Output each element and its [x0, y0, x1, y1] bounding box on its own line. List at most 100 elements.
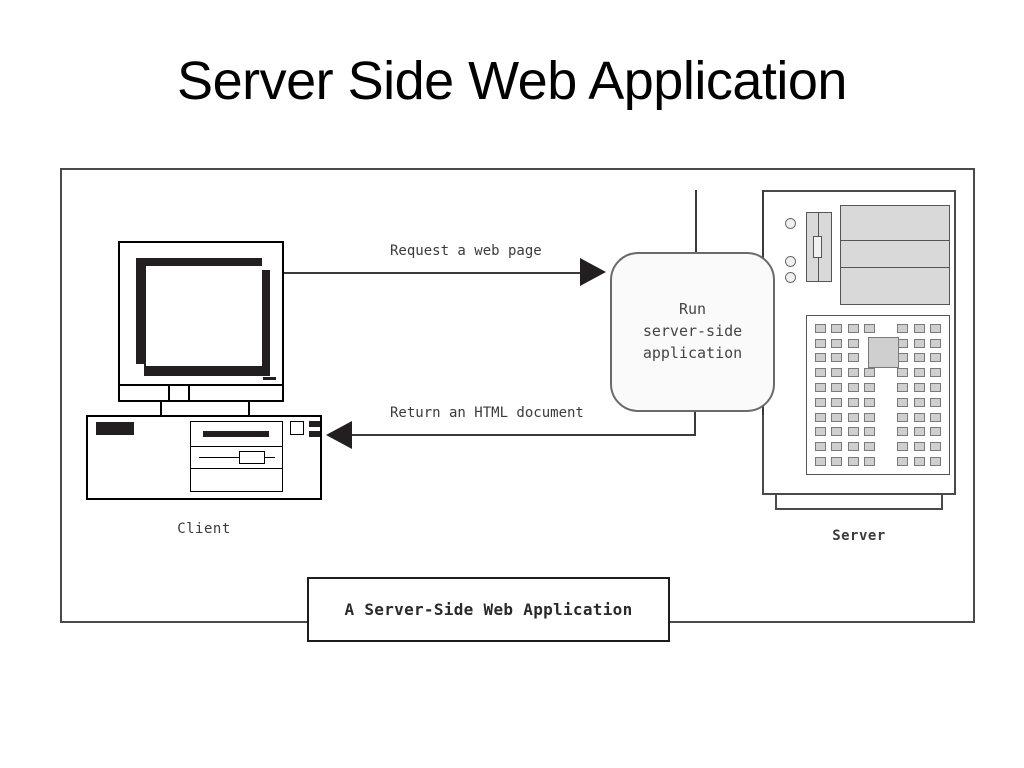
- client-case-drive-tray-line: [199, 457, 275, 458]
- server-status-led-icon: [785, 272, 796, 283]
- server-vent-cell: [829, 425, 846, 440]
- server-vent-cell: [911, 380, 928, 395]
- server-vent-large-module: [868, 337, 899, 368]
- server-vent-cell: [812, 439, 829, 454]
- client-monitor-bezel-notch-top-right: [262, 258, 270, 270]
- server-vent-cell: [829, 410, 846, 425]
- server-vent-cell: [928, 321, 945, 336]
- server-vent-cell: [928, 410, 945, 425]
- server-vent-cell: [829, 351, 846, 366]
- server-vent-cell: [812, 365, 829, 380]
- server-vent-cell: [862, 395, 879, 410]
- server-drive-bay-slot-icon: [813, 236, 822, 258]
- server-vent-cell: [812, 395, 829, 410]
- request-flow-label: Request a web page: [390, 243, 542, 259]
- server-vent-cell: [911, 351, 928, 366]
- server-vent-cell: [911, 365, 928, 380]
- server-pedestal-base: [775, 495, 943, 510]
- server-vent-cell: [845, 425, 862, 440]
- server-vent-cell: [845, 351, 862, 366]
- client-monitor-base-divider: [168, 386, 170, 402]
- server-vent-cell: [928, 336, 945, 351]
- server-front-panel: [840, 240, 950, 268]
- server-vent-cell: [845, 336, 862, 351]
- server-vent-cell: [911, 336, 928, 351]
- server-vent-cell: [812, 336, 829, 351]
- server-vent-cell: [812, 425, 829, 440]
- server-vent-cell: [812, 351, 829, 366]
- right-arrowhead-icon: [580, 258, 606, 286]
- server-vent-cell: [895, 321, 912, 336]
- server-vent-cell: [862, 380, 879, 395]
- server-vent-cell: [812, 454, 829, 469]
- client-case-drive-divider: [190, 468, 283, 469]
- server-vent-cell: [845, 410, 862, 425]
- server-label: Server: [832, 528, 886, 544]
- process-box: Run server-side application: [610, 252, 775, 412]
- server-status-led-icon: [785, 218, 796, 229]
- client-label: Client: [177, 521, 231, 537]
- server-vent-cell: [911, 439, 928, 454]
- server-vent-cell: [812, 410, 829, 425]
- server-vent-cell: [829, 365, 846, 380]
- client-monitor-bezel-notch-bottom-left: [136, 364, 144, 376]
- server-vent-cell: [911, 321, 928, 336]
- server-vent-cell: [829, 395, 846, 410]
- server-vent-gap: [878, 395, 895, 410]
- server-vent-cell: [928, 439, 945, 454]
- server-vent-gap: [878, 454, 895, 469]
- server-vent-cell: [911, 454, 928, 469]
- client-case-drive-knob: [239, 451, 265, 464]
- server-vent-cell: [928, 365, 945, 380]
- caption-box: A Server-Side Web Application: [307, 577, 670, 642]
- server-vent-cell: [895, 410, 912, 425]
- server-vent-cell: [862, 321, 879, 336]
- server-vent-cell: [895, 380, 912, 395]
- server-vent-cell: [862, 439, 879, 454]
- server-vent-cell: [845, 365, 862, 380]
- server-vent-gap: [878, 410, 895, 425]
- server-vent-cell: [928, 380, 945, 395]
- server-vent-cell: [911, 425, 928, 440]
- server-vent-cell: [928, 454, 945, 469]
- server-vent-cell: [862, 425, 879, 440]
- client-case-power-button-icon: [290, 421, 304, 435]
- server-vent-grid: [812, 321, 944, 469]
- server-vent-cell: [928, 351, 945, 366]
- server-vent-cell: [812, 321, 829, 336]
- server-vent-cell: [928, 425, 945, 440]
- process-to-server-top-connector: [695, 190, 697, 254]
- request-flow-line: [284, 272, 584, 274]
- server-front-panel: [840, 267, 950, 305]
- server-vent-cell: [895, 425, 912, 440]
- server-vent-cell: [845, 395, 862, 410]
- server-status-led-icon: [785, 256, 796, 267]
- caption-text: A Server-Side Web Application: [344, 600, 633, 619]
- client-monitor-stand-leg: [248, 402, 250, 416]
- client-monitor-base-strip: [118, 386, 284, 402]
- client-monitor-screen: [146, 266, 262, 366]
- response-flow-label: Return an HTML document: [390, 405, 584, 421]
- server-vent-cell: [845, 321, 862, 336]
- response-flow-vertical-line: [694, 412, 696, 436]
- client-monitor-power-led-icon: [263, 377, 276, 380]
- server-vent-cell: [928, 395, 945, 410]
- server-vent-cell: [895, 395, 912, 410]
- server-vent-gap: [878, 321, 895, 336]
- server-vent-cell: [862, 454, 879, 469]
- client-monitor-stand-leg: [160, 402, 162, 416]
- server-vent-cell: [845, 380, 862, 395]
- client-case-drive-divider: [190, 446, 283, 447]
- server-vent-gap: [878, 425, 895, 440]
- client-case-badge: [96, 422, 134, 435]
- server-vent-cell: [911, 410, 928, 425]
- server-vent-cell: [845, 454, 862, 469]
- server-vent-cell: [829, 439, 846, 454]
- page-title: Server Side Web Application: [177, 51, 847, 111]
- client-case-floppy-slot-icon: [203, 431, 269, 437]
- client-monitor-base-divider: [188, 386, 190, 402]
- client-case-indicator-icon: [309, 421, 320, 427]
- server-vent-cell: [862, 365, 879, 380]
- server-vent-cell: [812, 380, 829, 395]
- left-arrowhead-icon: [326, 421, 352, 449]
